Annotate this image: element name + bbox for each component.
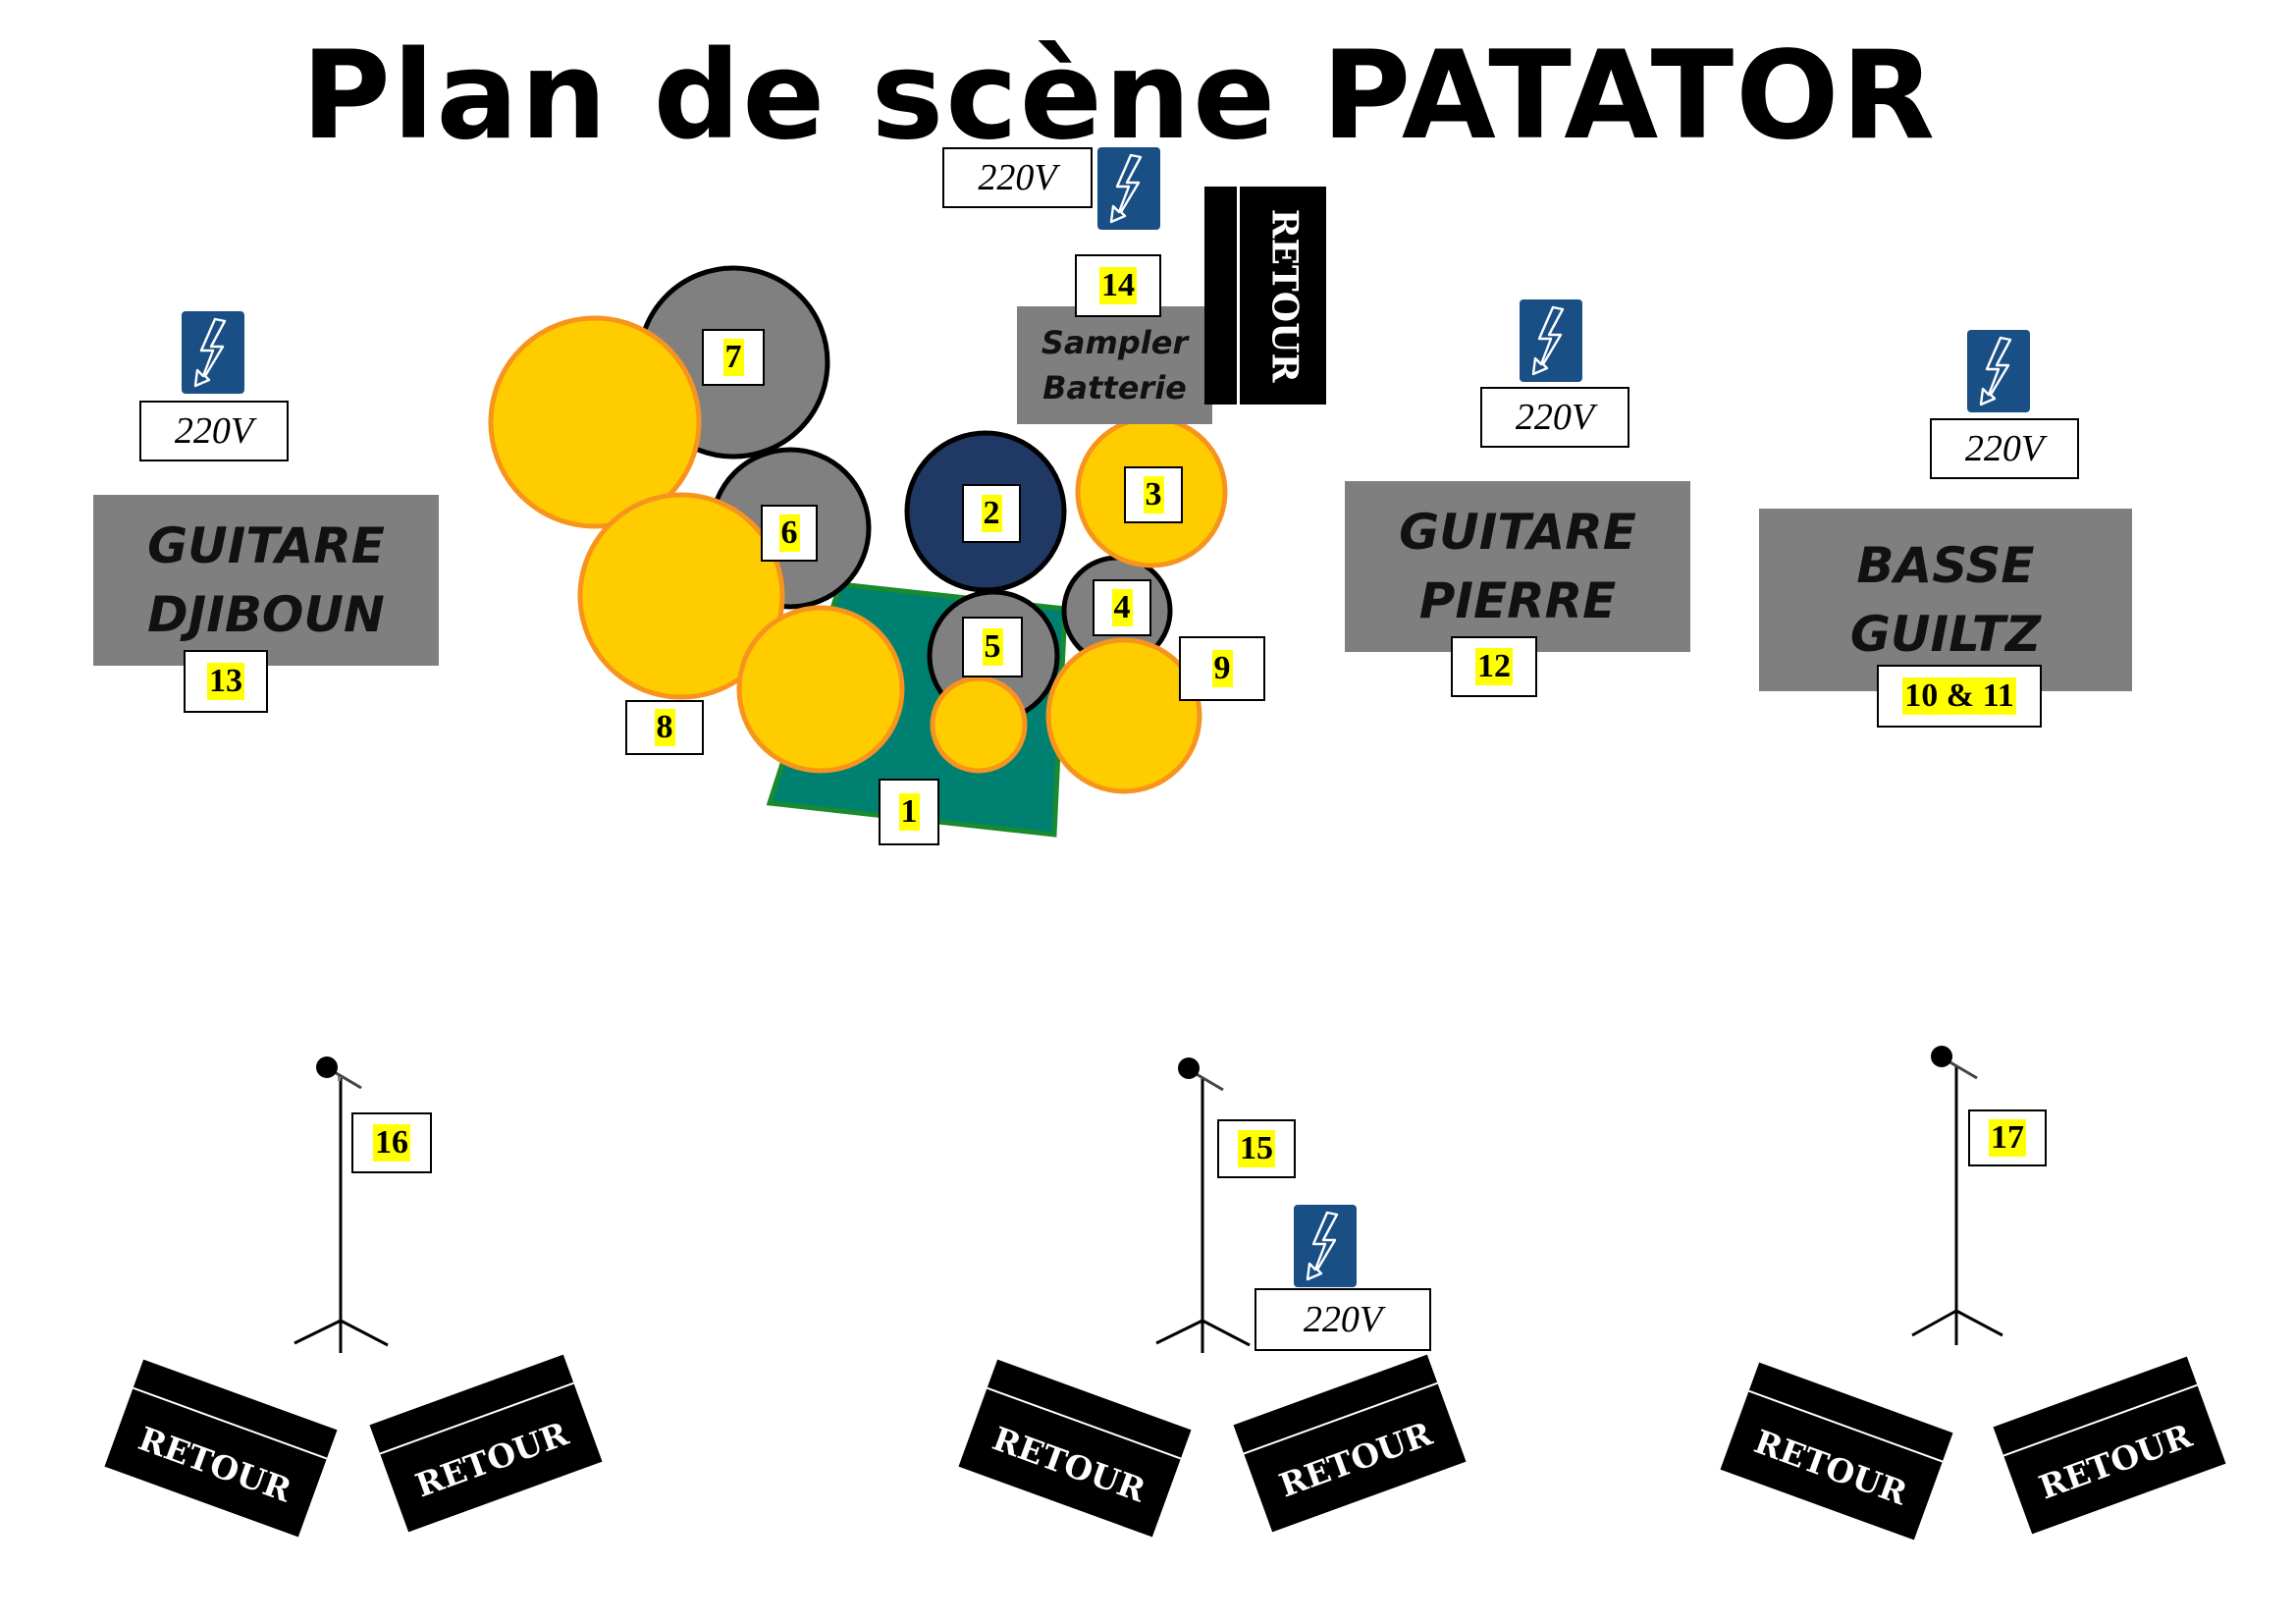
label-9: 9 [1179,636,1265,701]
amp-basse-guiltz: BASSE GUILTZ [1759,509,2132,691]
label-12: 12 [1451,636,1537,697]
power-outlet-icon [1294,1205,1357,1287]
amp-label-line-2: GUILTZ [1849,606,2042,663]
voltage-label: 220V [942,147,1093,208]
power-outlet-icon [182,311,244,394]
monitor-stripe [1237,187,1240,405]
power-outlet-icon [1520,299,1582,382]
microphone-stand-icon [1911,1046,2003,1345]
microphone-stand-icon [294,1056,389,1353]
label-13: 13 [184,650,268,713]
label-3: 3 [1124,466,1183,523]
voltage-label: 220V [1480,387,1629,448]
label-1: 1 [879,779,939,845]
label-17: 17 [1968,1109,2047,1166]
page-title: Plan de scène PATATOR [300,26,1938,167]
label-16: 16 [351,1112,432,1173]
sampler-line-2: Batterie [1042,369,1187,406]
cymbal-small [930,676,1028,774]
label-10-11: 10 & 11 [1877,665,2042,728]
cymbal-top-left [488,315,702,529]
label-5: 5 [962,617,1023,677]
power-outlet-icon [1967,330,2030,412]
cymbal-left [577,492,785,700]
sampler-batterie: Sampler Batterie [1017,306,1212,424]
amp-label-line-1: BASSE [1856,537,2035,594]
amp-label-line-2: DJIBOUN [147,586,385,643]
amp-label-line-2: PIERRE [1418,572,1617,629]
voltage-label: 220V [1255,1288,1431,1351]
amp-guitare-djiboun: GUITARE DJIBOUN [93,495,439,666]
label-15: 15 [1217,1119,1296,1178]
retour-drum-monitor: RETOUR [1204,187,1326,405]
label-6: 6 [761,505,818,562]
voltage-label: 220V [1930,418,2079,479]
label-7: 7 [702,329,765,386]
amp-label-line-1: GUITARE [147,517,385,574]
amp-label-line-1: GUITARE [1399,504,1636,561]
amp-guitare-pierre: GUITARE PIERRE [1345,481,1690,652]
sampler-line-1: Sampler [1041,324,1189,361]
microphone-stand-icon [1155,1057,1251,1353]
voltage-label: 220V [139,401,289,461]
cymbal-front-left [736,605,905,774]
label-2: 2 [962,484,1021,543]
label-8: 8 [625,700,704,755]
label-14: 14 [1075,254,1161,317]
cymbal-right [1045,637,1202,794]
power-outlet-icon [1097,147,1160,230]
label-4: 4 [1093,579,1151,636]
